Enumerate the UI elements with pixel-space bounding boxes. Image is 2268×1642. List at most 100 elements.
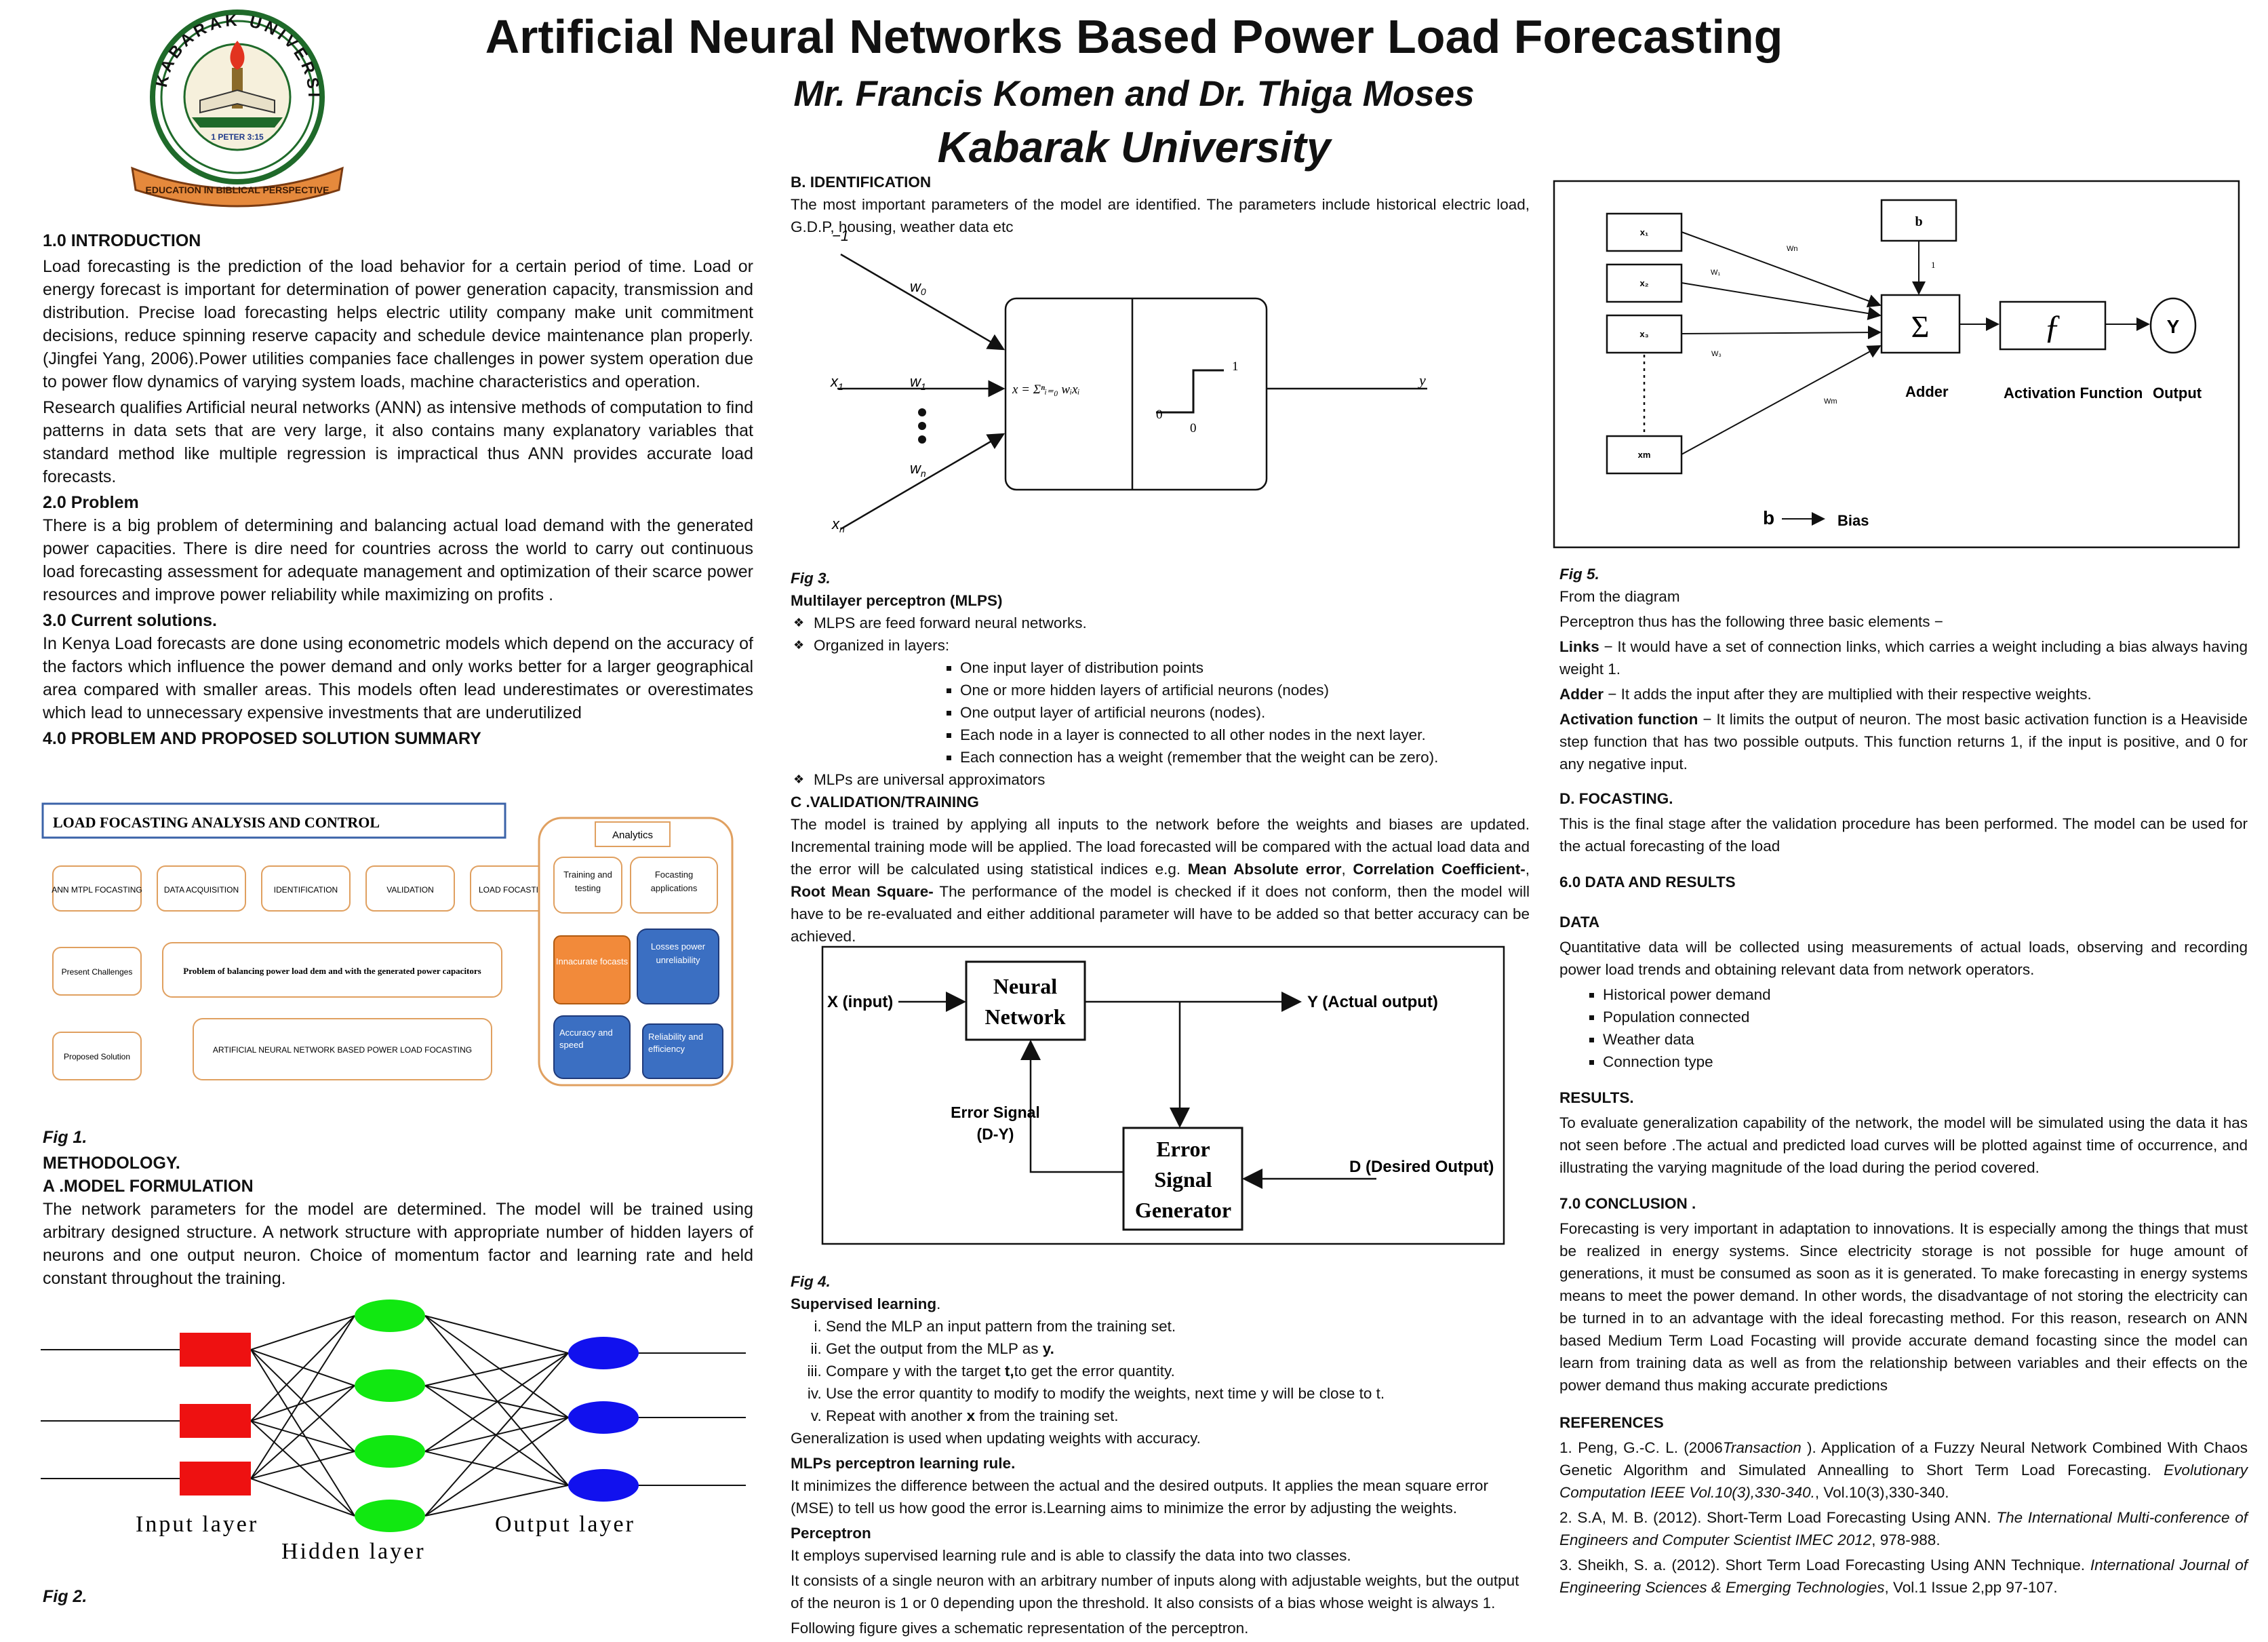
fig3-xn: xn: [831, 515, 845, 534]
poster-authors: Mr. Francis Komen and Dr. Thiga Moses: [793, 74, 1475, 114]
fig1-flow-3: IDENTIFICATION: [274, 885, 338, 895]
current-solutions-paragraph: In Kenya Load forecasts are done using e…: [43, 634, 753, 722]
mlp-sub-item: Each node in a layer is connected to all…: [960, 724, 1530, 746]
torch-icon: [192, 41, 283, 128]
fig1-banner: LOAD FOCASTING ANALYSIS AND CONTROL: [53, 814, 380, 831]
fig4-desired: D (Desired Output): [1349, 1158, 1494, 1176]
fig5-label: Fig 5.: [1559, 566, 1599, 583]
poster-institution: Kabarak University: [937, 123, 1331, 172]
results-paragraph: To evaluate generalization capability of…: [1559, 1114, 2248, 1176]
fig5-bias-legend: Bias: [1837, 512, 1869, 529]
output-node: [568, 1401, 639, 1434]
fig4-esg-1: Error: [1156, 1137, 1210, 1161]
mlp-sub-item: One output layer of artificial neurons (…: [960, 701, 1530, 724]
fig3-one: 1: [1232, 359, 1239, 374]
from-diagram: From the diagram: [1559, 588, 1680, 605]
fig5-x2: x₂: [1639, 278, 1648, 288]
fig2-hidden-layer: Hidden layer: [281, 1539, 426, 1563]
data-results-heading: 6.0 DATA AND RESULTS: [1559, 874, 1736, 891]
references-heading: REFERENCES: [1559, 1414, 1664, 1431]
fig4-supervised-diagram: X (input) Neural Network Y (Actual outpu…: [821, 945, 1505, 1245]
fig2-link: [250, 1420, 355, 1452]
mlp-bullet-approximators: MLPs are universal approximators: [814, 768, 1530, 791]
fig2-link: [424, 1485, 569, 1517]
input-node: [180, 1404, 251, 1438]
fig3-y: y: [1418, 372, 1426, 389]
fig1-flow-2: DATA ACQUISITION: [164, 885, 239, 895]
data-item: Weather data: [1603, 1028, 2248, 1051]
intro-paragraph-2: Research qualifies Artificial neural net…: [43, 398, 753, 486]
fig5-activation-label: Activation Function: [2004, 385, 2143, 402]
fig4-nn-2: Network: [984, 1004, 1065, 1029]
fig4-y-actual: Y (Actual output): [1307, 993, 1438, 1011]
fig2-link: [250, 1478, 355, 1517]
fig2-link: [424, 1352, 569, 1386]
fig3-w0: w0: [910, 278, 926, 297]
step-item: Compare y with the target t,to get the e…: [826, 1360, 1530, 1382]
fig1-banner-box: [41, 802, 506, 839]
fig4-label: Fig 4.: [791, 1273, 831, 1290]
output-node: [568, 1469, 639, 1502]
fig2-link: [250, 1385, 355, 1422]
fig2-link: [424, 1315, 569, 1486]
fig3-ellipsis-dots: [918, 408, 926, 444]
function-icon: ƒ: [2044, 307, 2061, 345]
conclusion-paragraph: Forecasting is very important in adaptat…: [1559, 1220, 2248, 1394]
fig3-x1: x1: [830, 373, 843, 392]
column-middle: Fig 3. Multilayer perceptron (MLPS) MLPS…: [791, 567, 1530, 950]
perceptron-paragraph-3: Following figure gives a schematic repre…: [791, 1620, 1249, 1637]
fig5-y: Y: [2167, 316, 2180, 337]
sigma-icon: Σ: [1911, 309, 1930, 344]
problem-heading: 2.0 Problem: [43, 493, 139, 512]
reference-2: 2. S.A, M. B. (2012). Short-Term Load Fo…: [1559, 1509, 2248, 1548]
generalization-paragraph: Generalization is used when updating wei…: [791, 1430, 1201, 1447]
fig1-flow-4: VALIDATION: [386, 885, 434, 895]
fig1-label: Fig 1.: [43, 1128, 87, 1147]
identification-heading: B. IDENTIFICATION: [791, 174, 932, 191]
logo-verse: 1 PETER 3:15: [211, 132, 264, 142]
fig3-zero-below: 0: [1190, 421, 1197, 435]
reference-1: 1. Peng, G.-C. L. (2006Transaction ). Ap…: [1559, 1439, 2248, 1501]
focasting-paragraph: This is the final stage after the valida…: [1559, 815, 2248, 855]
fig5-b-legend: b: [1763, 507, 1774, 528]
three-elements: Perceptron thus has the following three …: [1559, 613, 1943, 630]
fig1-reliability: Reliability and efficiency: [648, 1032, 703, 1054]
fig2-connections: [250, 1315, 569, 1517]
column-left: 1.0 INTRODUCTION Load forecasting is the…: [43, 225, 753, 750]
fig4-nn-1: Neural: [993, 974, 1057, 998]
fig1-analytics: Analytics: [612, 829, 653, 841]
hidden-node: [355, 1500, 425, 1532]
fig2-link: [424, 1315, 569, 1354]
fig1-proposed-label: Proposed Solution: [64, 1052, 130, 1061]
input-node: [180, 1333, 251, 1367]
fig4-error-dy: (D-Y): [977, 1125, 1014, 1143]
poster-title: Artificial Neural Networks Based Power L…: [485, 10, 1783, 63]
data-paragraph: Quantitative data will be collected usin…: [1559, 939, 2248, 978]
hidden-node: [355, 1299, 425, 1332]
identification-paragraph: The most important parameters of the mod…: [791, 196, 1530, 235]
fig5-wm: Wm: [1824, 397, 1837, 406]
step-item: Send the MLP an input pattern from the t…: [826, 1315, 1530, 1337]
supervised-heading: Supervised learning.: [791, 1295, 941, 1312]
model-paragraph: The network parameters for the model are…: [43, 1200, 753, 1288]
fig2-link: [424, 1352, 569, 1452]
step-item: Use the error quantity to modify to modi…: [826, 1382, 1530, 1405]
fig1-inaccurate: Innacurate focasts: [555, 956, 629, 966]
fig1-flow-1: ANN MTPL FOCASTING: [52, 885, 142, 895]
learning-rule-paragraph: It minimizes the difference between the …: [791, 1477, 1488, 1517]
fig3-wn: wn: [910, 460, 926, 479]
fig2-input-nodes: [180, 1333, 251, 1496]
fig5-x3: x₃: [1639, 329, 1648, 339]
hidden-node: [355, 1369, 425, 1402]
fig5-perceptron-elements-diagram: x₁ x₂ x₃ xm b 1 W₁ Wn W₃ Wm Σ ƒ Y Adder …: [1553, 180, 2240, 549]
fig5-adder-label: Adder: [1905, 383, 1949, 400]
column-middle-top: B. IDENTIFICATION The most important par…: [791, 171, 1530, 241]
model-heading: A .MODEL FORMULATION: [43, 1177, 254, 1196]
fig1-analysis-diagram: LOAD FOCASTING ANALYSIS AND CONTROL ANN …: [41, 802, 734, 1087]
fig1-proposed-text: ARTIFICIAL NEURAL NETWORK BASED POWER LO…: [213, 1045, 472, 1055]
validation-paragraph: The model is trained by applying all inp…: [791, 816, 1530, 945]
fig1-accuracy: Accuracy and speed: [559, 1028, 613, 1050]
fig4-error-signal: Error Signal: [951, 1103, 1040, 1121]
fig3-neg1: −1: [832, 231, 849, 244]
university-logo: KABARAK UNIVERSITY 1 PETER 3:15 EDUCATIO…: [125, 5, 344, 208]
